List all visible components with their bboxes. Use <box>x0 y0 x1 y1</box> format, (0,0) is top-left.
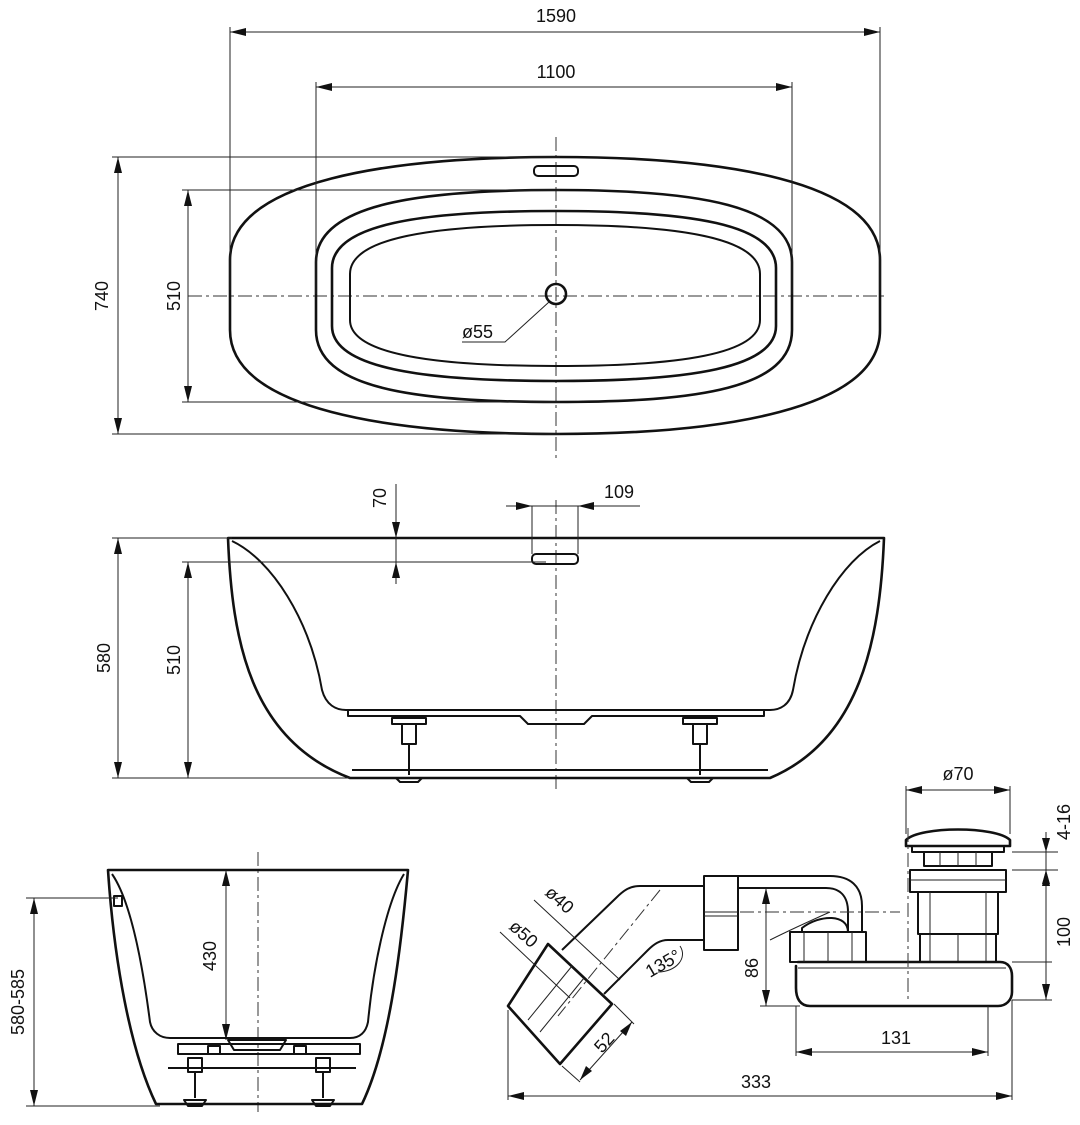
plug-adjust-label: 4-16 <box>1054 804 1074 840</box>
top-view-overflow <box>533 165 579 177</box>
side-view-overflow <box>531 553 579 565</box>
top-view-drain <box>544 282 568 306</box>
pipe-outer-diameter-label: ø50 <box>505 916 541 952</box>
side-view-inner-basin <box>231 540 881 711</box>
end-view: 430 580-585 <box>8 852 410 1112</box>
siphon-trap-body <box>794 960 1014 1008</box>
drain-height-label: 100 <box>1054 917 1074 947</box>
plug-diameter-label: ø70 <box>942 764 973 784</box>
side-view-foot-left <box>391 717 427 783</box>
side-view: 70 109 580 510 <box>94 482 886 792</box>
siphon-coupling <box>703 875 739 951</box>
top-view: ø55 1590 1100 740 510 <box>92 6 888 458</box>
end-view-foot-left <box>183 1057 207 1107</box>
siphon-angled-pipe <box>561 885 704 951</box>
siphon-plug-head <box>904 828 1012 848</box>
overflow-depth-label: 70 <box>370 488 390 508</box>
inner-width-label: 510 <box>164 281 184 311</box>
overall-length-label: 1590 <box>536 6 576 26</box>
top-view-basin-edge <box>330 209 778 383</box>
total-length-label: 333 <box>741 1072 771 1092</box>
end-view-foot-right <box>311 1057 335 1107</box>
end-height-range-label: 580-585 <box>8 969 28 1035</box>
overall-width-label: 740 <box>92 281 112 311</box>
siphon-detail: 135° ø40 ø50 52 86 131 333 <box>499 764 1074 1100</box>
siphon-outlet-sleeve <box>506 942 614 1066</box>
trap-length-label: 131 <box>881 1028 911 1048</box>
inner-length-label: 1100 <box>537 62 576 82</box>
outlet-length-label: 52 <box>590 1028 618 1056</box>
outlet-height-label: 86 <box>742 958 762 978</box>
inner-depth-label: 510 <box>164 645 184 675</box>
side-view-foot-right <box>682 717 718 783</box>
end-view-inner-basin <box>111 873 405 1039</box>
overall-height-label: 580 <box>94 643 114 673</box>
drain-diameter-label: ø55 <box>462 322 493 342</box>
end-inner-depth-label: 430 <box>200 941 220 971</box>
top-view-basin-floor <box>349 224 761 367</box>
side-view-outer-shell <box>226 536 886 780</box>
end-view-outer-shell <box>106 868 410 1106</box>
overflow-width-label: 109 <box>604 482 634 502</box>
